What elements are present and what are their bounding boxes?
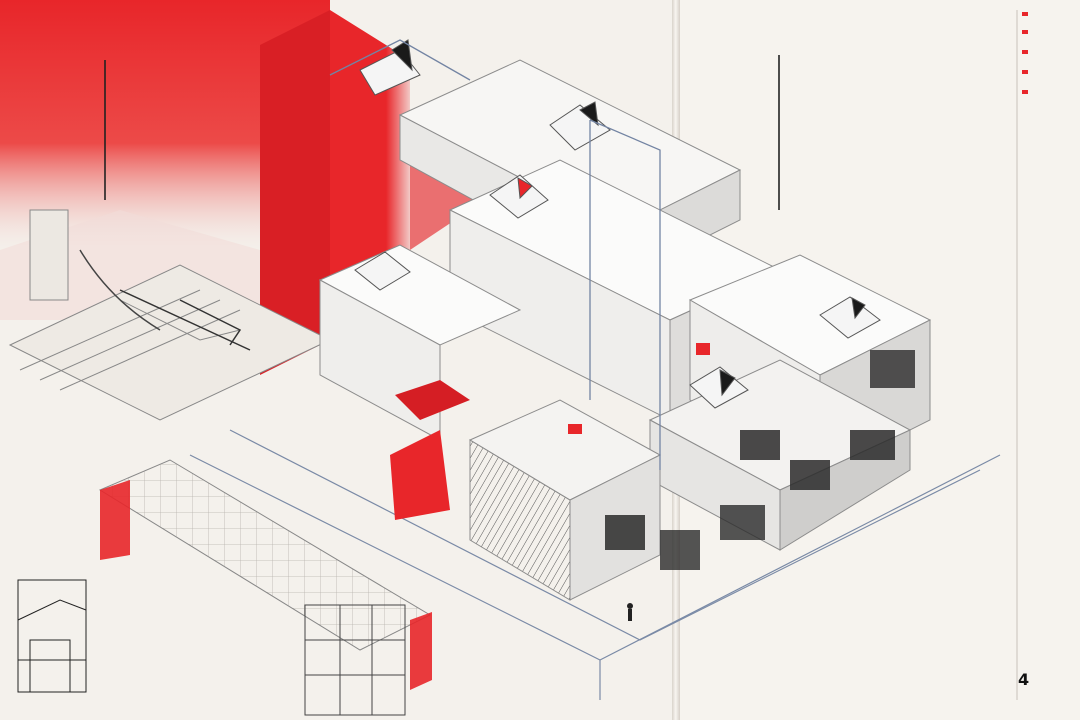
ground-plane (189, 429, 1001, 700)
page-number: 4 (1018, 670, 1030, 689)
glass-frame-outline (329, 39, 661, 470)
left-plan-sketch (8, 209, 332, 421)
decorative-rules (104, 10, 1018, 700)
scale-figure (627, 603, 633, 621)
roof-marker-red-2 (568, 424, 582, 434)
lower-left-plan-grid (98, 459, 432, 716)
roof-marker-red (696, 343, 710, 355)
building-windows (605, 350, 915, 570)
rooftop-skylights (354, 39, 881, 409)
right-margin-ticks (1022, 12, 1028, 94)
site-plan-inset (17, 579, 87, 693)
